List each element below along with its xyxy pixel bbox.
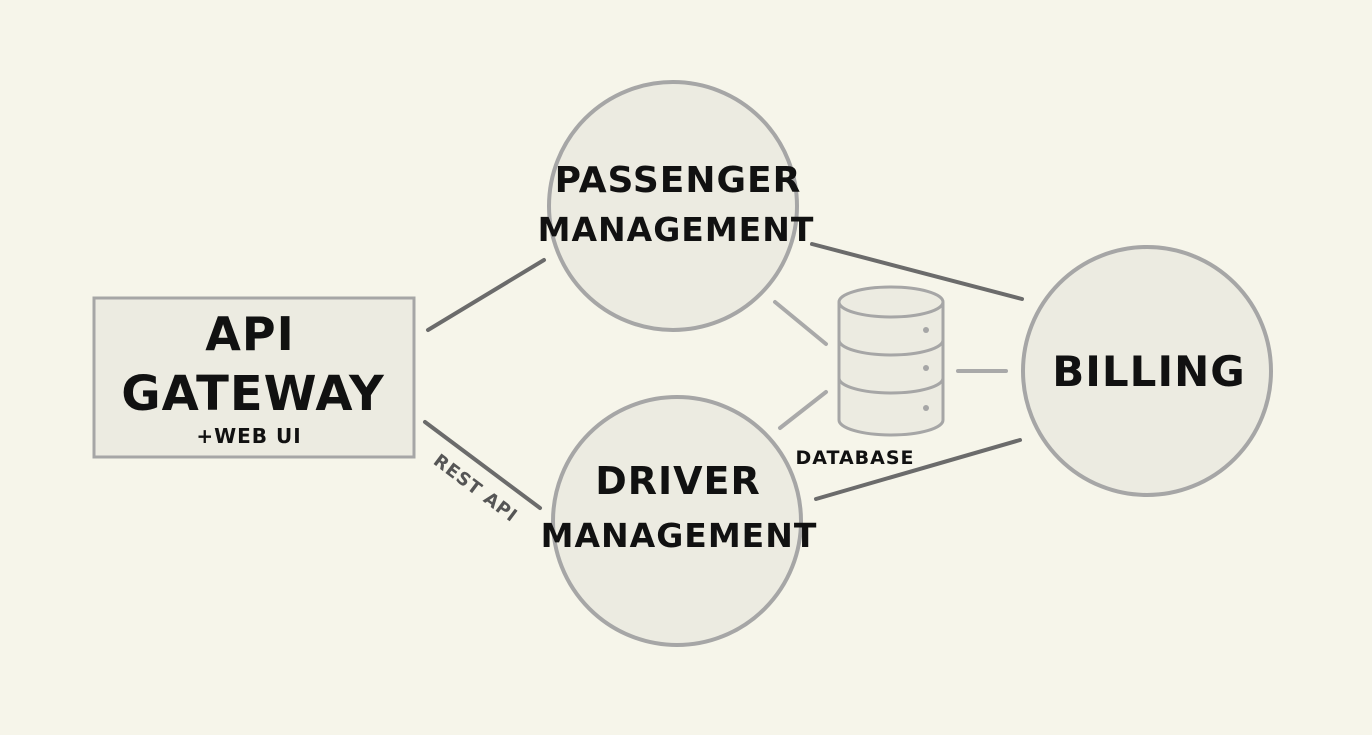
database-band-1 xyxy=(837,339,945,357)
database-node: DATABASE xyxy=(795,285,945,469)
database-icon xyxy=(837,285,945,437)
database-dot-1 xyxy=(923,327,929,333)
edge-gateway-driver xyxy=(423,420,542,510)
api-gateway-subtitle: +WEB UI xyxy=(196,424,301,448)
driver-management-title-line1: DRIVER xyxy=(595,459,761,503)
driver-management-node: DRIVER MANAGEMENT xyxy=(541,395,818,647)
api-gateway-box xyxy=(92,296,416,459)
database-body xyxy=(837,302,945,437)
database-label: DATABASE xyxy=(795,447,914,469)
billing-title: BILLING xyxy=(1052,347,1245,396)
api-gateway-title-line2: GATEWAY xyxy=(121,366,385,422)
passenger-management-title-line1: PASSENGER xyxy=(555,160,802,201)
api-gateway-node: API GATEWAY +WEB UI xyxy=(92,296,416,459)
billing-circle xyxy=(1021,245,1273,497)
database-dot-3 xyxy=(923,405,929,411)
driver-management-title-line2: MANAGEMENT xyxy=(541,516,818,555)
edge-driver-billing xyxy=(814,438,1022,501)
edges xyxy=(423,242,1024,510)
edge-passenger-database xyxy=(773,300,828,346)
passenger-management-node: PASSENGER MANAGEMENT xyxy=(538,80,815,332)
edge-gateway-passenger xyxy=(426,258,546,332)
database-dot-2 xyxy=(923,365,929,371)
passenger-management-title-line2: MANAGEMENT xyxy=(538,210,815,249)
database-band-2 xyxy=(837,377,945,395)
api-gateway-title-line1: API xyxy=(205,307,294,361)
billing-node: BILLING xyxy=(1021,245,1273,497)
driver-management-circle xyxy=(551,395,803,647)
passenger-management-circle xyxy=(547,80,799,332)
database-top xyxy=(837,285,945,319)
edge-passenger-billing xyxy=(810,242,1024,301)
edge-driver-database xyxy=(778,390,828,430)
